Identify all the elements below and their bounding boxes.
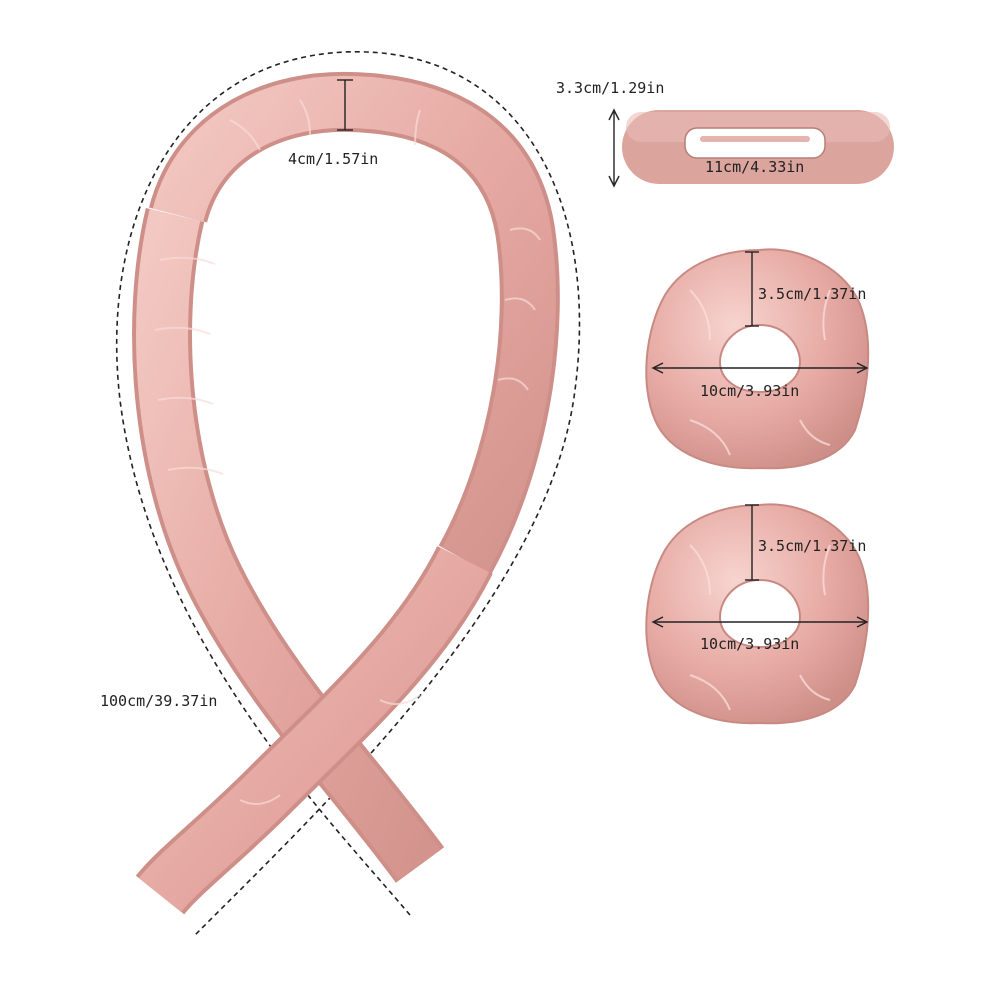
scrunchie-bottom-height-arrow (745, 504, 759, 581)
scrunchie-bottom (645, 503, 870, 725)
scrunchie-top-width-label: 10cm/3.93in (700, 382, 800, 400)
curler-strand-left-sheen (136, 208, 441, 881)
clip-height-label: 3.3cm/1.29in (556, 79, 665, 97)
clip-height-arrow (608, 108, 620, 188)
curler-ruching (154, 99, 541, 805)
curler-length-label: 100cm/39.37in (100, 692, 218, 710)
curler-width-label: 4cm/1.57in (288, 150, 379, 168)
hair-clip (622, 110, 894, 184)
scrunchie-top-height-arrow (745, 251, 759, 327)
scrunchie-bottom-height-label: 3.5cm/1.37in (758, 537, 867, 555)
scrunchie-top-width-arrow (651, 362, 869, 374)
scrunchie-top-height-label: 3.5cm/1.37in (758, 285, 867, 303)
scrunchie-top (645, 248, 870, 470)
curler-width-arrow (337, 79, 353, 131)
curler-loop-sheen (152, 75, 556, 573)
scrunchie-bottom-width-label: 10cm/3.93in (700, 635, 800, 653)
curler-length-dashed-outline (115, 51, 581, 936)
clip-width-label: 11cm/4.33in (705, 158, 805, 176)
curler-strand-right-sheen (138, 547, 490, 913)
scrunchie-bottom-width-arrow (651, 616, 869, 628)
